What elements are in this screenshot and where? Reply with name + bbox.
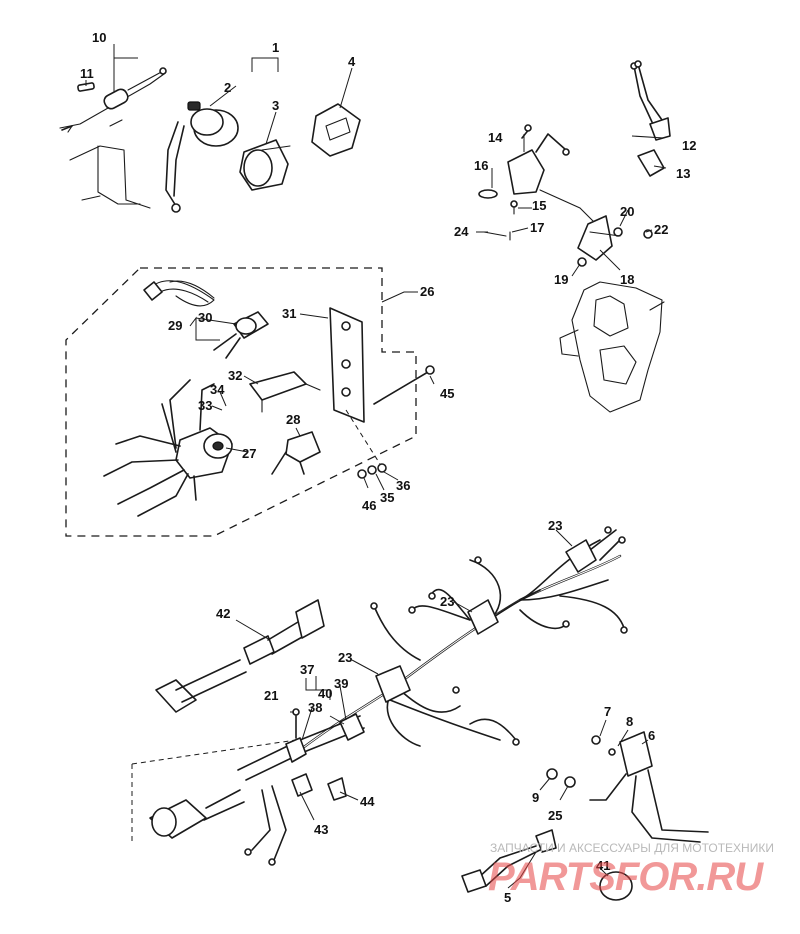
ignition-key-switch bbox=[103, 379, 233, 517]
callout-4: 4 bbox=[348, 54, 356, 69]
callout-28: 28 bbox=[286, 412, 300, 427]
starter-solenoid bbox=[165, 101, 239, 213]
coil-mount-hardware bbox=[478, 189, 518, 241]
callout-12: 12 bbox=[682, 138, 696, 153]
harness-grommet-upper bbox=[565, 539, 597, 573]
harness-grommet-lower bbox=[375, 665, 411, 703]
callout-41: 41 bbox=[596, 858, 610, 873]
callout-45: 45 bbox=[440, 386, 454, 401]
callout-44: 44 bbox=[360, 794, 375, 809]
callout-13: 13 bbox=[676, 166, 690, 181]
callout-46: 46 bbox=[362, 498, 376, 513]
neutral-switch bbox=[271, 431, 321, 475]
callout-23-middle: 23 bbox=[440, 594, 454, 609]
callout-labels: 1 2 3 4 5 6 7 8 9 10 11 12 13 14 15 16 1… bbox=[80, 30, 696, 905]
callout-9: 9 bbox=[532, 790, 539, 805]
callout-25: 25 bbox=[548, 808, 562, 823]
harness-grommet-middle bbox=[467, 599, 499, 635]
callout-23-upper: 23 bbox=[548, 518, 562, 533]
callout-42: 42 bbox=[216, 606, 230, 621]
watermark: ЗАПЧАСТИ И АКСЕССУАРЫ ДЛЯ МОТОТЕХНИКИ PA… bbox=[488, 841, 774, 899]
callout-14: 14 bbox=[488, 130, 503, 145]
callout-33: 33 bbox=[198, 398, 212, 413]
lanyard-stop-switch bbox=[143, 280, 269, 359]
callout-2: 2 bbox=[224, 80, 231, 95]
mounting-bracket-outline bbox=[69, 119, 151, 209]
callout-43: 43 bbox=[314, 822, 328, 837]
callout-38: 38 bbox=[308, 700, 322, 715]
carburetor-block-outline bbox=[559, 281, 665, 413]
callout-26: 26 bbox=[420, 284, 434, 299]
callout-34: 34 bbox=[210, 382, 225, 397]
leader-lines bbox=[85, 44, 667, 889]
callout-19: 19 bbox=[554, 272, 568, 287]
nut-washer-hardware bbox=[345, 409, 387, 479]
callout-15: 15 bbox=[532, 198, 546, 213]
solenoid-boot bbox=[239, 139, 291, 191]
callout-16: 16 bbox=[474, 158, 488, 173]
switch-mounting-plate bbox=[329, 307, 365, 423]
callout-29: 29 bbox=[168, 318, 182, 333]
extension-harness-cable bbox=[155, 599, 325, 713]
callout-5: 5 bbox=[504, 890, 511, 905]
oring-seal bbox=[599, 871, 633, 901]
watermark-caption: ЗАПЧАСТИ И АКСЕССУАРЫ ДЛЯ МОТОТЕХНИКИ bbox=[490, 841, 774, 855]
callout-22: 22 bbox=[654, 222, 668, 237]
callout-7: 7 bbox=[604, 704, 611, 719]
callout-20: 20 bbox=[620, 204, 634, 219]
switch-bracket bbox=[249, 371, 321, 413]
callout-6: 6 bbox=[648, 728, 655, 743]
callout-21: 21 bbox=[264, 688, 278, 703]
coil-bracket bbox=[577, 215, 653, 267]
watermark-logo: PARTSFOR.RU bbox=[488, 855, 764, 899]
ignition-coil bbox=[507, 124, 597, 225]
callout-18: 18 bbox=[620, 272, 634, 287]
callout-24: 24 bbox=[454, 224, 469, 239]
callout-37: 37 bbox=[300, 662, 314, 677]
ignition-switch-assembly-box bbox=[65, 267, 417, 537]
solenoid-bracket bbox=[311, 103, 361, 157]
lower-harness-and-plug bbox=[131, 708, 365, 866]
fuse-holder-assembly bbox=[59, 67, 167, 133]
callout-11: 11 bbox=[80, 66, 94, 81]
ground-lead-assembly bbox=[461, 829, 557, 893]
callout-36: 36 bbox=[396, 478, 410, 493]
pickup-lead-assembly bbox=[630, 60, 671, 177]
callout-23-lower: 23 bbox=[338, 650, 352, 665]
callout-27: 27 bbox=[242, 446, 256, 461]
callout-1: 1 bbox=[272, 40, 279, 55]
callout-30: 30 bbox=[198, 310, 212, 325]
callout-32: 32 bbox=[228, 368, 242, 383]
callout-10: 10 bbox=[92, 30, 106, 45]
callout-40: 40 bbox=[318, 686, 332, 701]
mounting-screw-45 bbox=[373, 365, 435, 405]
callout-3: 3 bbox=[272, 98, 279, 113]
harness-terminals bbox=[370, 526, 628, 746]
callout-8: 8 bbox=[626, 714, 633, 729]
callout-39: 39 bbox=[334, 676, 348, 691]
rectifier-assembly bbox=[546, 731, 709, 843]
callout-31: 31 bbox=[282, 306, 296, 321]
callout-17: 17 bbox=[530, 220, 544, 235]
callout-35: 35 bbox=[380, 490, 394, 505]
